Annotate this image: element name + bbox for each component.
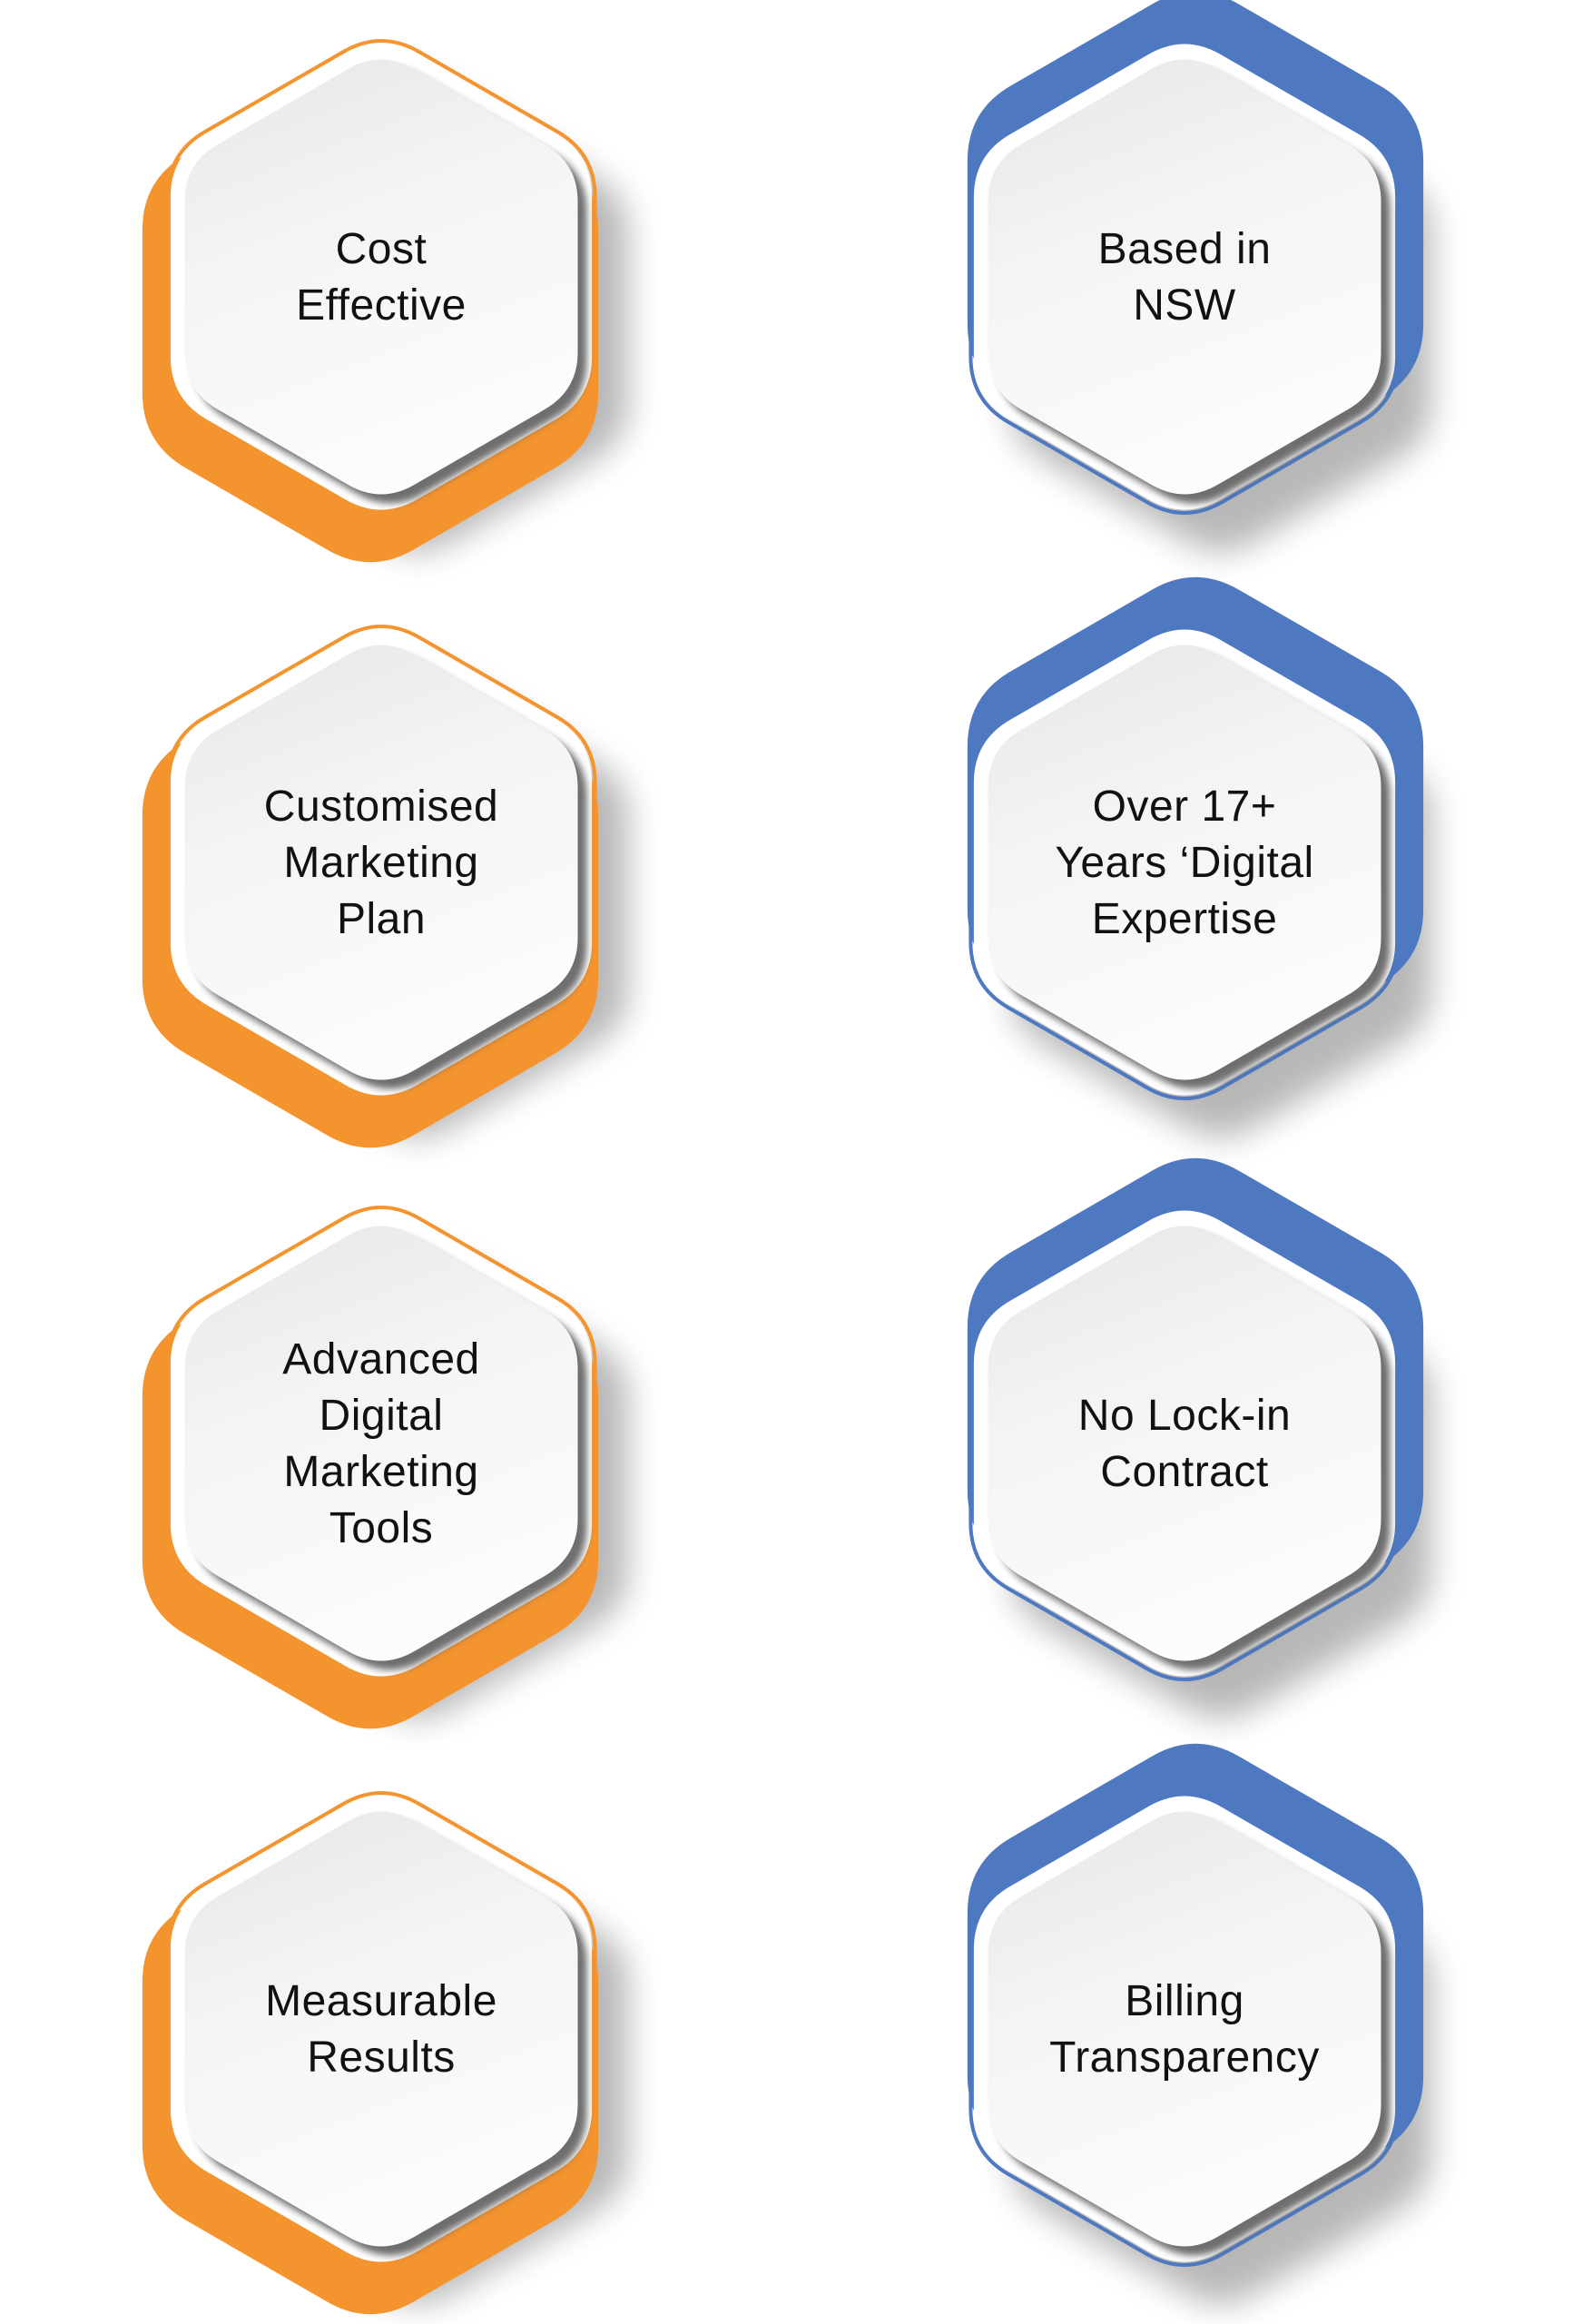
hexagon-label-line: NSW [1133,281,1236,330]
hexagon-accent-outline [968,1206,1401,1681]
hexagon-accent-outline [165,625,597,1100]
hexagon-label-line: Transparency [1049,2034,1320,2082]
hexagon-face [184,1226,578,1661]
hexagon-face [184,59,578,495]
hexagon-label-line: No Lock-in [1078,1392,1291,1440]
hexagon-accent-outline [165,1206,597,1681]
hexagon-accent-outline [165,1791,597,2267]
hexagon-label-line: Marketing [283,839,478,887]
hexagon-accent-outline [968,625,1401,1100]
hexagon-label-line: Based in [1098,225,1272,273]
hexagon-label-line: Advanced [282,1335,480,1384]
hexagon-label-line: Over 17+ [1093,783,1277,831]
hexagon-label-line: Digital [320,1392,444,1440]
hexagon-accent-outline [968,1791,1401,2267]
hexagon-accent-outline [165,39,597,515]
hexagon-accent-outline [968,39,1401,515]
hexagon-label-line: Measurable [265,1977,497,2025]
hexagon-label-line: Contract [1100,1448,1268,1496]
hexagon-label-line: Cost [336,225,428,273]
hexagon-label-line: Tools [329,1504,434,1552]
hexagon-face [988,645,1381,1080]
hexagon-label-line: Expertise [1092,895,1278,943]
hexagon-label-line: Marketing [283,1448,478,1496]
hexagon-label-line: Results [307,2034,456,2082]
hexagon-card: Based in NSW [967,0,1432,552]
hexagon-face [988,1226,1381,1661]
hexagon-face [184,1811,578,2247]
hexagon-label-line: Years ‘Digital [1055,839,1313,887]
hexagon-face [988,59,1381,495]
hexagon-face [988,1811,1381,2247]
hexagon-label: Based in NSW [1098,225,1272,330]
hexagon-label-line: Billing [1125,1977,1244,2025]
hexagon-label-line: Plan [337,895,426,943]
hexagon-face [184,645,578,1080]
hexagon-label-line: Customised [264,783,498,831]
hexagon-label-line: Effective [296,281,467,330]
